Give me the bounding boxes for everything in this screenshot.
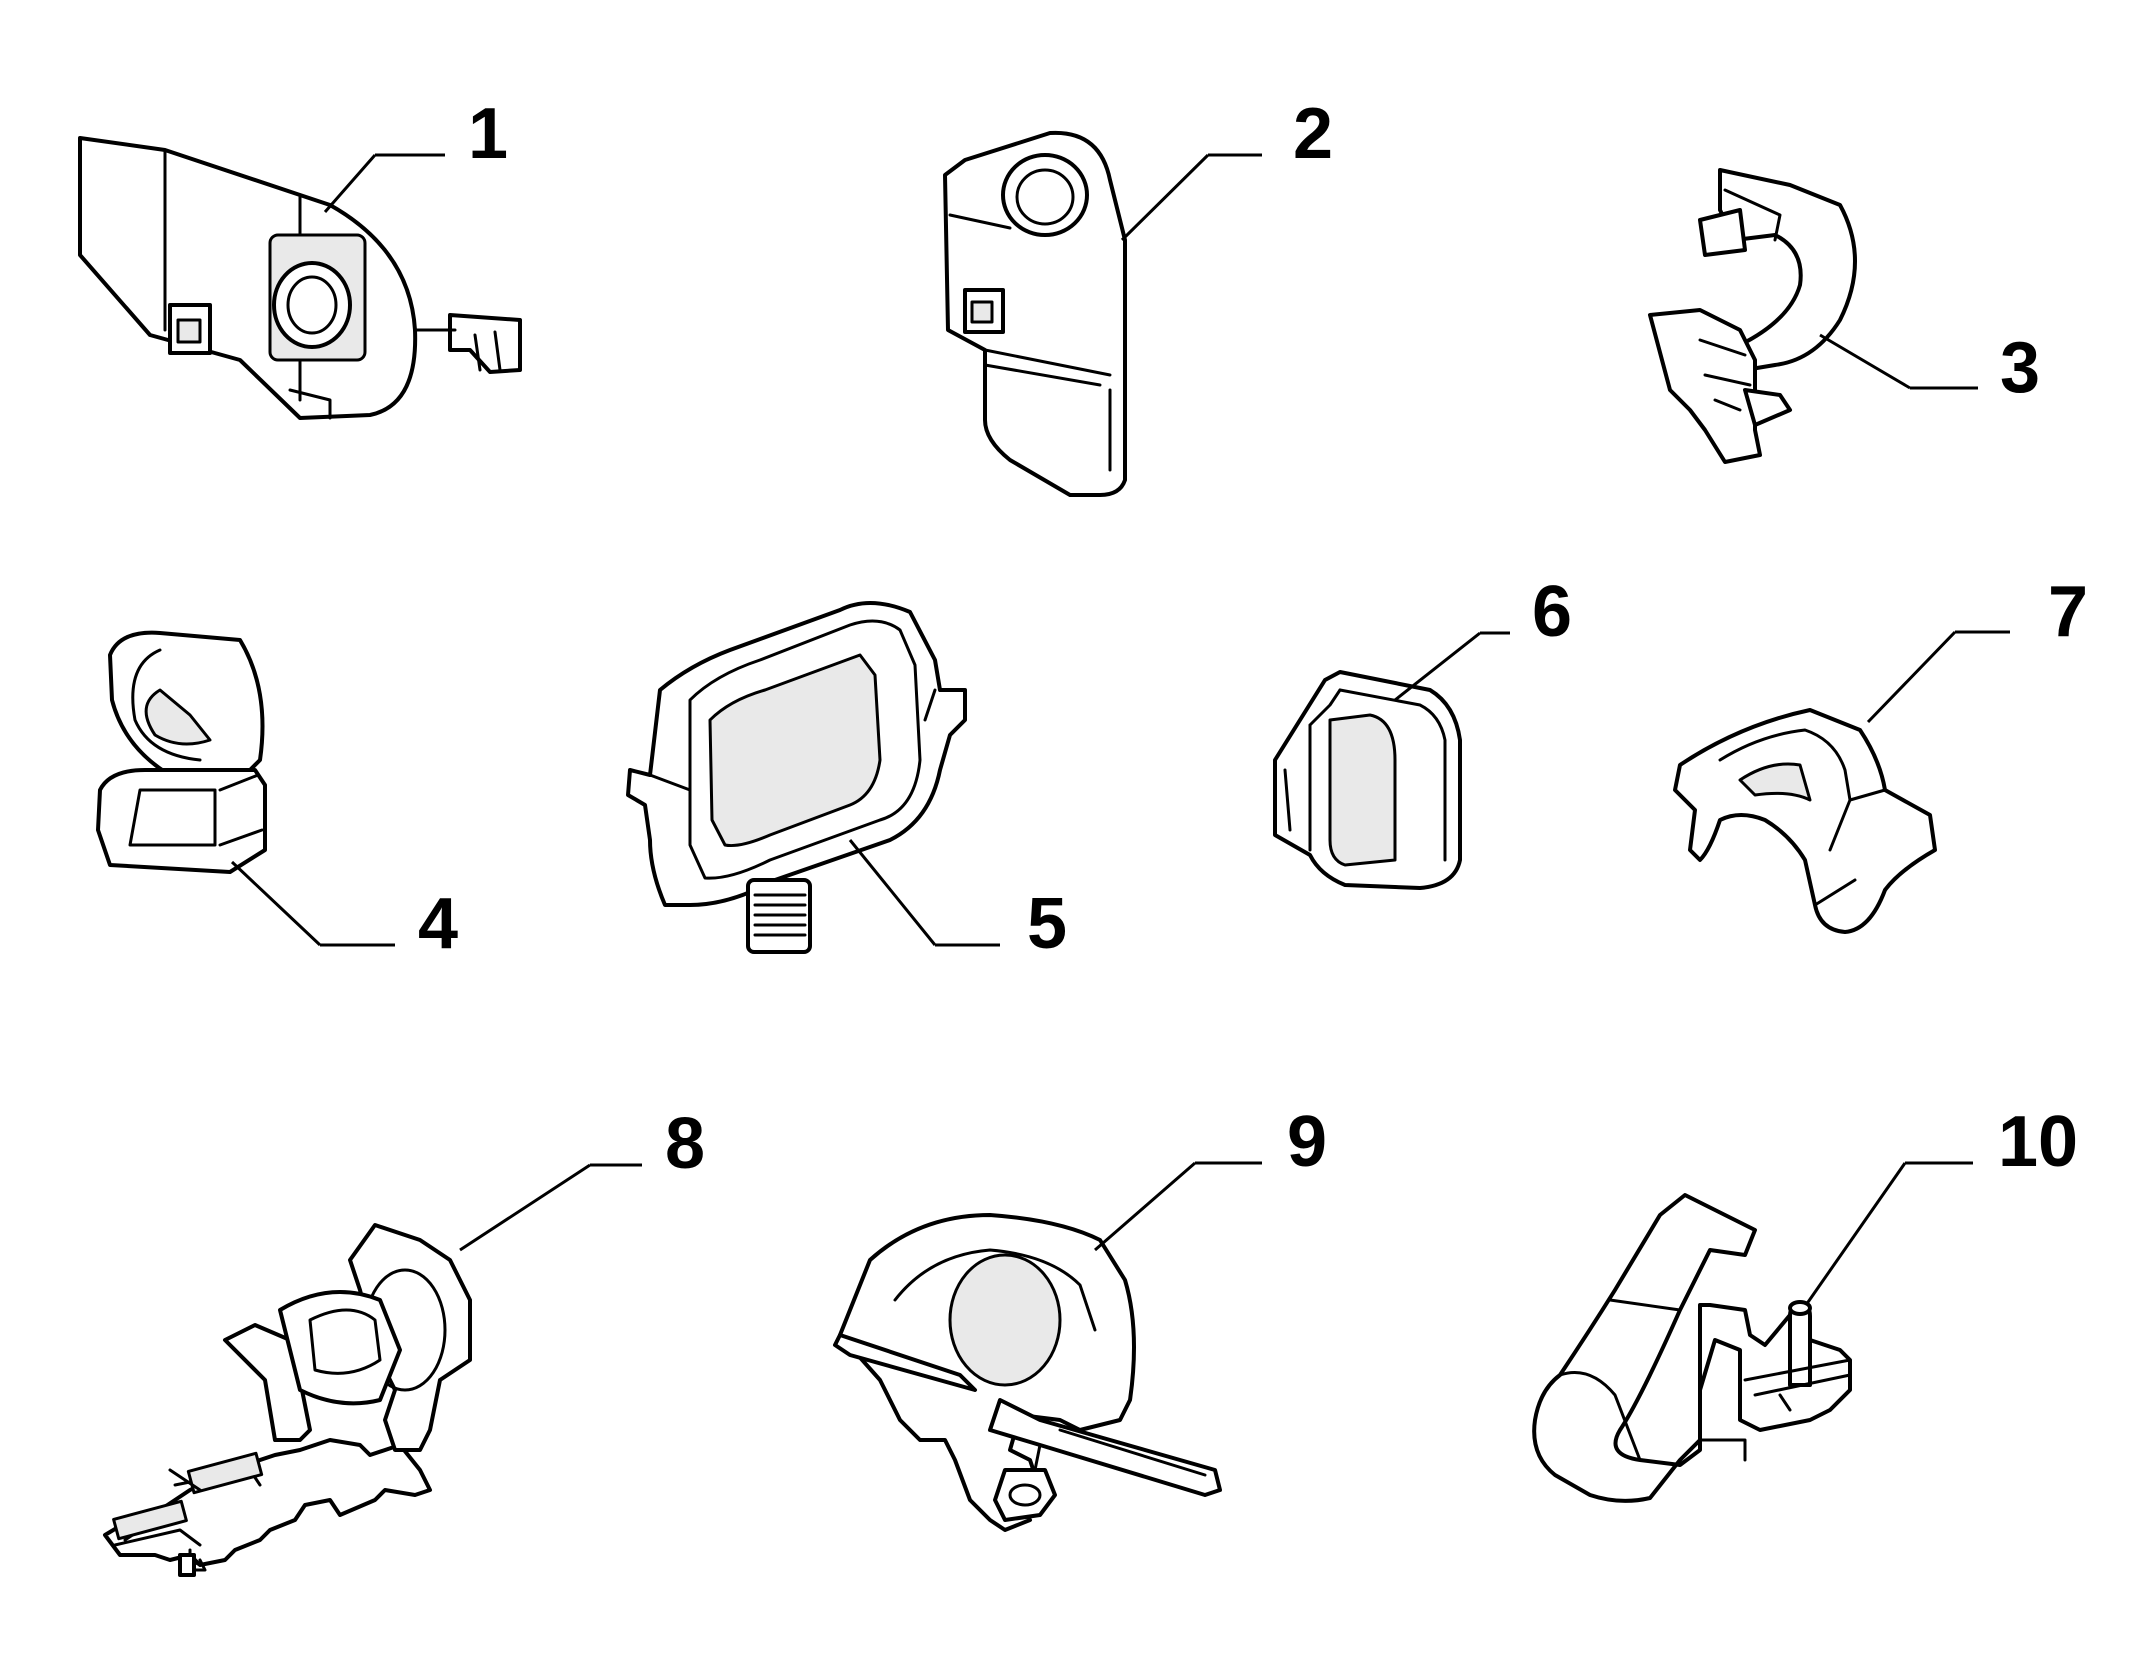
part-3-ring-clip xyxy=(1648,168,1857,464)
leader-4 xyxy=(230,860,322,947)
callout-10: 10 xyxy=(1998,1102,2078,1182)
leader-7 xyxy=(1866,630,1957,724)
callout-1: 1 xyxy=(468,94,508,174)
callout-2: 2 xyxy=(1293,94,1333,174)
callout-7: 7 xyxy=(2048,572,2088,652)
callout-5: 5 xyxy=(1027,884,1067,964)
leader-1 xyxy=(323,154,377,213)
callout-9: 9 xyxy=(1287,1102,1327,1182)
part-1-bracket xyxy=(78,136,522,420)
callout-6: 6 xyxy=(1532,572,1572,652)
part-8-cable-clip xyxy=(103,1223,472,1577)
leader-10 xyxy=(1804,1162,1907,1306)
part-2-panel xyxy=(943,130,1127,497)
leader-9 xyxy=(1094,1161,1196,1252)
leader-6 xyxy=(1394,631,1481,702)
leader-2 xyxy=(1120,153,1210,242)
part-9-strap-clip xyxy=(833,1213,1222,1532)
callout-8: 8 xyxy=(665,1104,705,1184)
part-4-c-clip xyxy=(96,630,267,874)
part-5-housing xyxy=(626,600,967,954)
callout-3: 3 xyxy=(2000,328,2040,408)
leader-3 xyxy=(1819,333,1911,390)
leader-5 xyxy=(848,839,937,946)
part-6-cap-plug xyxy=(1273,670,1462,890)
leader-8 xyxy=(459,1163,591,1252)
part-10-loop-clip xyxy=(1532,1193,1852,1503)
callout-4: 4 xyxy=(418,884,458,964)
part-7-saddle-clip xyxy=(1673,708,1937,934)
